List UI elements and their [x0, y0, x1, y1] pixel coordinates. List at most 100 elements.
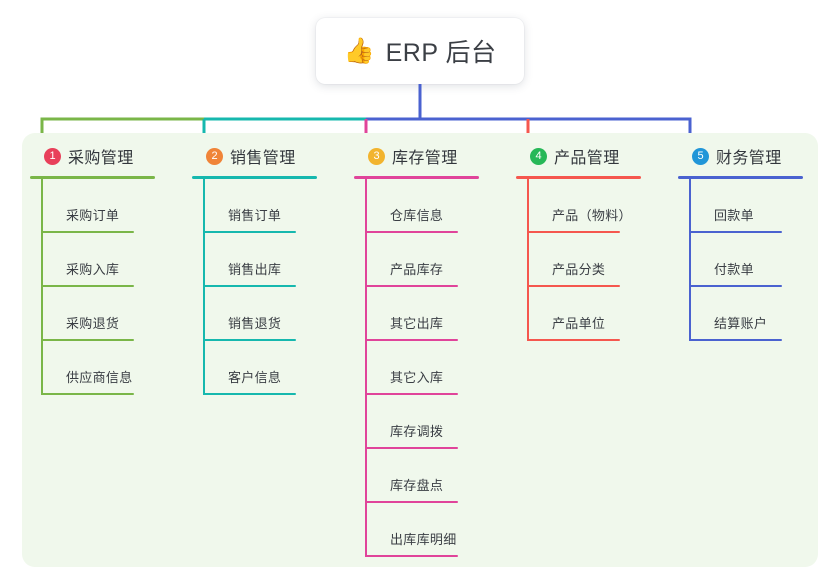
column-spine-3: [365, 179, 367, 557]
column-spine-1: [41, 179, 43, 395]
leaf-item-label: 产品单位: [552, 316, 606, 331]
column-badge-5: 5: [692, 147, 709, 165]
column-badge-1: 1: [44, 147, 61, 165]
leaf-item-label: 产品库存: [390, 262, 444, 277]
leaf-item-label: 库存盘点: [390, 478, 444, 493]
leaf-item-rule: [365, 285, 458, 287]
leaf-item-label: 供应商信息: [66, 370, 133, 385]
leaf-item[interactable]: 采购退货: [30, 287, 190, 341]
leaf-item[interactable]: 仓库信息: [354, 179, 514, 233]
column-spine-4: [527, 179, 529, 341]
column-header-4[interactable]: 4 产品管理: [516, 143, 676, 169]
column-header-rule-4: [516, 176, 641, 179]
column-title-1: 采购管理: [68, 150, 134, 167]
leaf-item[interactable]: 销售订单: [192, 179, 352, 233]
leaf-item-rule: [527, 285, 620, 287]
column-2: 2 销售管理销售订单销售出库销售退货客户信息: [192, 143, 352, 395]
leaf-item-rule: [365, 501, 458, 503]
root-node-title: ERP 后台: [385, 39, 497, 67]
column-spine-5: [689, 179, 691, 341]
leaf-item[interactable]: 采购入库: [30, 233, 190, 287]
column-badge-4: 4: [530, 147, 547, 165]
leaf-item-label: 其它出库: [390, 316, 444, 331]
leaf-item-rule: [365, 393, 458, 395]
leaf-item-rule: [203, 285, 296, 287]
leaf-item[interactable]: 结算账户: [678, 287, 838, 341]
leaf-item-label: 采购订单: [66, 208, 120, 223]
leaf-item-label: 出库库明细: [390, 532, 457, 547]
leaf-item-rule: [527, 339, 620, 341]
leaf-item-rule: [41, 339, 134, 341]
leaf-item-label: 销售退货: [228, 316, 282, 331]
leaf-item-rule: [527, 231, 620, 233]
column-header-2[interactable]: 2 销售管理: [192, 143, 352, 169]
leaf-item[interactable]: 客户信息: [192, 341, 352, 395]
leaf-item-label: 采购入库: [66, 262, 120, 277]
column-badge-3: 3: [368, 147, 385, 165]
leaf-item-label: 采购退货: [66, 316, 120, 331]
column-header-1[interactable]: 1 采购管理: [30, 143, 190, 169]
leaf-item[interactable]: 产品库存: [354, 233, 514, 287]
leaf-item[interactable]: 付款单: [678, 233, 838, 287]
column-header-3[interactable]: 3 库存管理: [354, 143, 514, 169]
column-3: 3 库存管理仓库信息产品库存其它出库其它入库库存调拨库存盘点出库库明细: [354, 143, 514, 557]
leaf-item-rule: [203, 231, 296, 233]
leaf-item-label: 其它入库: [390, 370, 444, 385]
leaf-item[interactable]: 销售出库: [192, 233, 352, 287]
column-title-3: 库存管理: [392, 150, 458, 167]
thumbs-up-icon: 👍: [343, 36, 375, 65]
leaf-item[interactable]: 销售退货: [192, 287, 352, 341]
column-title-4: 产品管理: [554, 150, 620, 167]
leaf-item-rule: [41, 285, 134, 287]
leaf-item-label: 回款单: [714, 208, 754, 223]
column-header-rule-1: [30, 176, 155, 179]
column-header-5[interactable]: 5 财务管理: [678, 143, 838, 169]
leaf-item-rule: [689, 339, 782, 341]
leaf-item[interactable]: 其它入库: [354, 341, 514, 395]
column-items-2: 销售订单销售出库销售退货客户信息: [192, 179, 352, 395]
leaf-item-rule: [689, 231, 782, 233]
leaf-item-label: 产品分类: [552, 262, 606, 277]
leaf-item[interactable]: 其它出库: [354, 287, 514, 341]
column-4: 4 产品管理产品（物料） 产品分类产品单位: [516, 143, 676, 341]
leaf-item[interactable]: 库存调拨: [354, 395, 514, 449]
column-header-rule-5: [678, 176, 803, 179]
leaf-item[interactable]: 供应商信息: [30, 341, 190, 395]
leaf-item-rule: [365, 339, 458, 341]
leaf-item-label: 结算账户: [714, 316, 768, 331]
column-items-5: 回款单付款单结算账户: [678, 179, 838, 341]
column-items-3: 仓库信息产品库存其它出库其它入库库存调拨库存盘点出库库明细: [354, 179, 514, 557]
leaf-item-label: 销售出库: [228, 262, 282, 277]
leaf-item[interactable]: 采购订单: [30, 179, 190, 233]
leaf-item-rule: [41, 231, 134, 233]
leaf-item-rule: [203, 339, 296, 341]
leaf-item-rule: [365, 447, 458, 449]
leaf-item-rule: [689, 285, 782, 287]
leaf-item[interactable]: 产品（物料）: [516, 179, 676, 233]
column-title-2: 销售管理: [230, 150, 296, 167]
leaf-item-rule: [203, 393, 296, 395]
leaf-item[interactable]: 产品分类: [516, 233, 676, 287]
leaf-item-label: 客户信息: [228, 370, 282, 385]
leaf-item-label: 付款单: [714, 262, 754, 277]
leaf-item-label: 库存调拨: [390, 424, 444, 439]
column-1: 1 采购管理采购订单采购入库采购退货供应商信息: [30, 143, 190, 395]
root-node-card[interactable]: 👍 ERP 后台: [316, 18, 524, 84]
column-items-4: 产品（物料） 产品分类产品单位: [516, 179, 676, 341]
column-header-rule-3: [354, 176, 479, 179]
leaf-item[interactable]: 库存盘点: [354, 449, 514, 503]
leaf-item[interactable]: 产品单位: [516, 287, 676, 341]
column-badge-2: 2: [206, 147, 223, 165]
leaf-item[interactable]: 出库库明细: [354, 503, 514, 557]
column-items-1: 采购订单采购入库采购退货供应商信息: [30, 179, 190, 395]
leaf-item[interactable]: 回款单: [678, 179, 838, 233]
column-title-5: 财务管理: [716, 150, 782, 167]
column-header-rule-2: [192, 176, 317, 179]
leaf-item-label: 仓库信息: [390, 208, 444, 223]
leaf-item-rule: [365, 231, 458, 233]
diagram-panel: [22, 133, 818, 567]
column-spine-2: [203, 179, 205, 395]
column-5: 5 财务管理回款单付款单结算账户: [678, 143, 838, 341]
leaf-item-label: 产品（物料）: [552, 208, 632, 223]
leaf-item-rule: [365, 555, 458, 557]
